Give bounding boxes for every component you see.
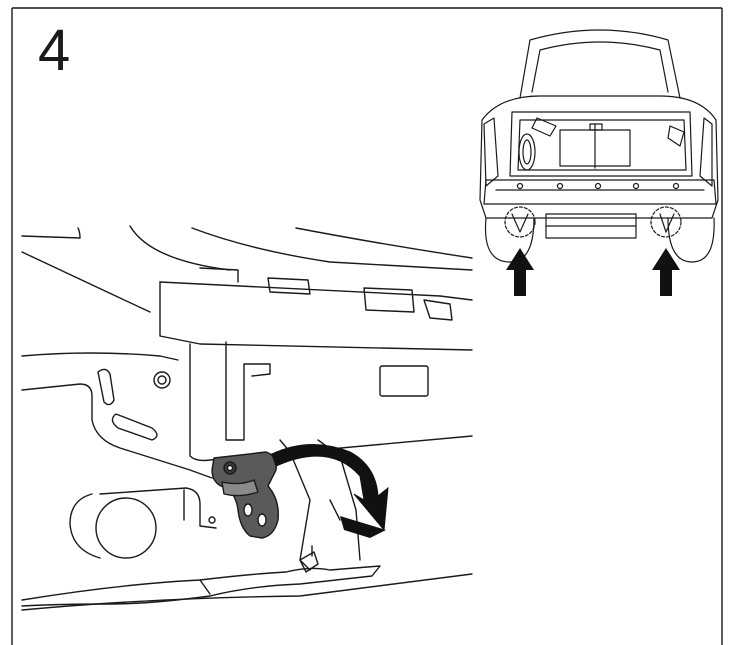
panel-frame (11, 7, 723, 645)
tail-light-right (699, 117, 713, 187)
pin (299, 551, 319, 573)
lever-hole-1 (243, 503, 253, 517)
arrow-up-right (652, 248, 680, 296)
rotation-arrow (271, 444, 389, 538)
vehicle-rear-inset (479, 29, 719, 263)
lever-handle (221, 479, 259, 497)
panel-slot-2 (111, 413, 158, 441)
rotation-arrow-shape (271, 444, 389, 532)
tow-ball (95, 497, 157, 559)
beam-reflector (379, 365, 429, 397)
tow-bar-neck (99, 487, 217, 529)
body-curve-2 (129, 225, 231, 271)
tail-light-left (483, 117, 499, 187)
wheel-left (484, 217, 535, 263)
body-lower-panel (21, 383, 213, 479)
floor-plate (21, 565, 381, 607)
beam-end-cap (225, 341, 271, 441)
cargo-side-item (518, 133, 536, 171)
rear-bumper (483, 179, 717, 205)
attachment-point-left (504, 206, 536, 238)
open-tailgate (519, 29, 681, 99)
detail-view (21, 225, 473, 611)
wheel-right (667, 217, 715, 263)
attachment-point-right (650, 206, 682, 238)
bumper-beam-body (189, 343, 473, 462)
bolt-head (153, 371, 171, 389)
cargo-opening (509, 111, 693, 177)
vehicle-body-outline (479, 95, 719, 219)
panel-slot-1 (97, 368, 115, 406)
bumper-beam-top (159, 281, 473, 351)
arrow-up-left (506, 248, 534, 296)
inset-arrows (506, 248, 680, 296)
step-number: 4 (38, 18, 71, 83)
body-curve-1 (21, 227, 81, 239)
locking-lever (211, 451, 279, 539)
lever-hole-2 (257, 513, 267, 527)
